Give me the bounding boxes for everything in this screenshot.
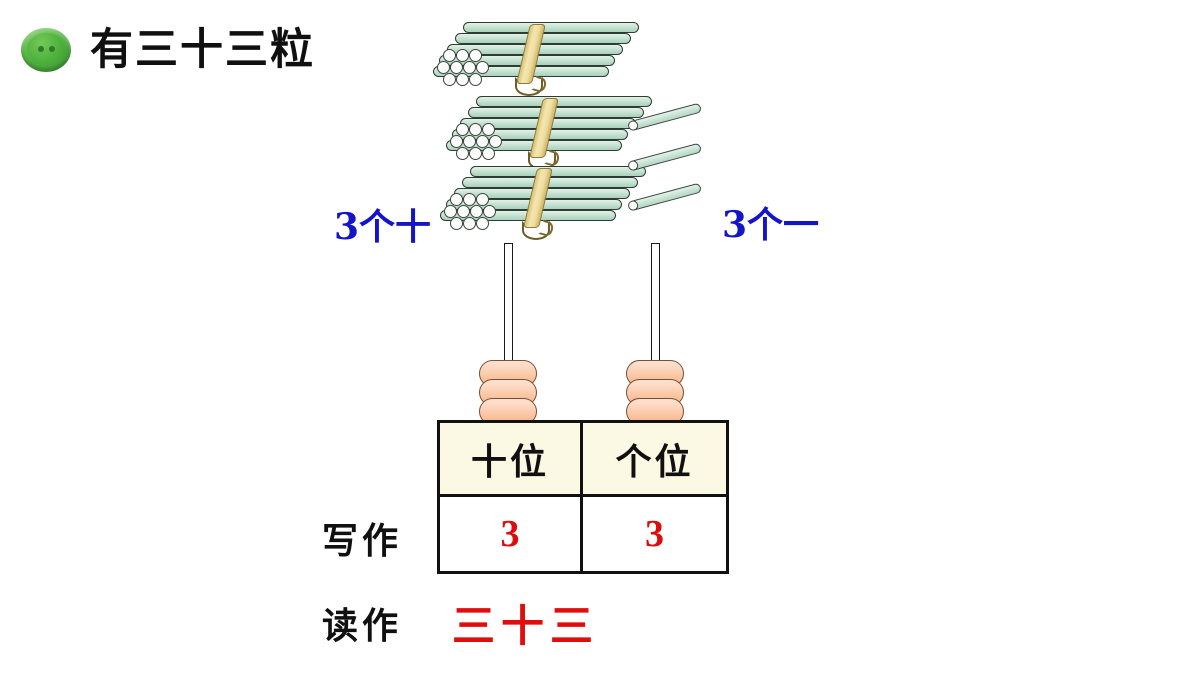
single-stick-2 (627, 142, 703, 172)
write-as-label: 写作 (322, 520, 403, 562)
stick-end-cap-6 (476, 135, 489, 148)
stick-end-cap-2 (463, 193, 476, 206)
stick-end-cap-4 (450, 135, 463, 148)
stick-end-cap-9 (463, 217, 476, 230)
table-cell-ones-digit: 3 (583, 497, 726, 571)
stick-end-cap-6 (463, 61, 476, 74)
button-hole-right (49, 46, 55, 52)
stick-row-1 (470, 166, 646, 177)
stick-end-cap-3 (469, 49, 482, 62)
stick-row-1 (476, 96, 652, 107)
stick-end-cap-9 (456, 73, 469, 86)
stick-end-cap-4 (444, 205, 457, 218)
stick-end-cap-5 (457, 205, 470, 218)
slide-title-row: 有三十三粒 (18, 26, 315, 74)
stick-end-cap-3 (476, 193, 489, 206)
ones-place-label: 个位 (615, 440, 694, 483)
tens-digit: 3 (500, 513, 520, 555)
stick-end-cap-2 (469, 123, 482, 136)
stick-end-cap-10 (469, 73, 482, 86)
button-inner-face (27, 33, 65, 66)
green-button-icon (18, 26, 74, 74)
stick-end-cap-8 (443, 73, 456, 86)
table-cell-ones-header: 个位 (583, 423, 726, 494)
stick-end-cap-1 (443, 49, 456, 62)
stick-end-cap-7 (489, 135, 502, 148)
table-header-row: 十位 个位 (440, 423, 726, 497)
stick-bundle-1 (433, 22, 639, 96)
read-as-value: 三十三 (452, 602, 599, 652)
stick-end-cap-9 (469, 147, 482, 160)
stick-end-cap (627, 199, 640, 212)
stick-end-cap-1 (450, 193, 463, 206)
stick-end-cap-3 (482, 123, 495, 136)
annotation-three-tens: 3个十 (334, 206, 432, 248)
stick-end-cap-8 (450, 217, 463, 230)
stick-end-cap-10 (476, 217, 489, 230)
place-value-table: 十位 个位 3 3 (437, 420, 729, 574)
stick-end-cap-6 (470, 205, 483, 218)
stick-end-cap-7 (483, 205, 496, 218)
bundle-knot (515, 77, 543, 96)
stick-bundle-3 (440, 166, 646, 240)
page-title: 有三十三粒 (90, 24, 315, 75)
stick-end-cap-7 (476, 61, 489, 74)
table-cell-tens-digit: 3 (440, 497, 583, 571)
stick-end-cap-8 (456, 147, 469, 160)
stick-bundle-2 (446, 96, 652, 170)
stick-end-cap-4 (437, 61, 450, 74)
bundle-knot (522, 221, 550, 240)
stick-end-cap-10 (482, 147, 495, 160)
stick-end-cap-1 (456, 123, 469, 136)
annotation-three-ones: 3个一 (722, 204, 820, 246)
table-cell-tens-header: 十位 (440, 423, 583, 494)
button-hole-left (38, 46, 44, 52)
single-stick-3 (627, 182, 703, 212)
tens-place-label: 十位 (470, 440, 549, 483)
stick-end-cap-5 (463, 135, 476, 148)
ones-digit: 3 (645, 513, 664, 555)
stick-row-1 (463, 22, 639, 33)
table-value-row: 3 3 (440, 497, 726, 571)
stick-end-cap-5 (450, 61, 463, 74)
stick-end-cap-2 (456, 49, 469, 62)
read-as-label: 读作 (322, 605, 403, 647)
